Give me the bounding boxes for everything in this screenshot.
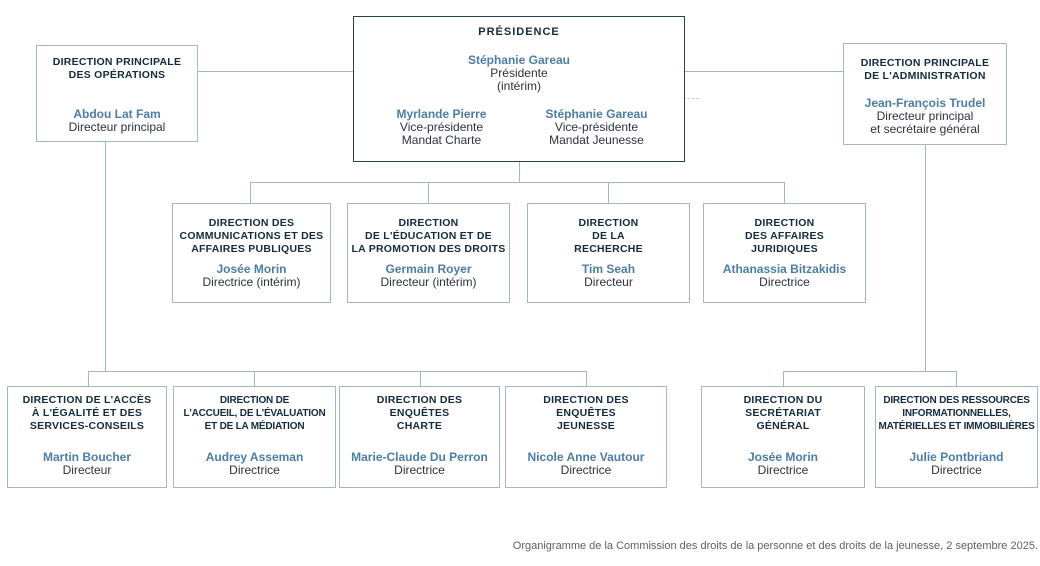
- person-name: Myrlande Pierre: [396, 107, 487, 121]
- org-box-enquetes-jeunesse: DIRECTION DES ENQUÊTES JEUNESSE Nicole A…: [505, 386, 667, 488]
- unit-person: Abdou Lat Fam Directeur principal: [68, 106, 166, 134]
- unit-person: Julie Pontbriand Directrice: [909, 449, 1004, 477]
- unit-person: Josée Morin Directrice: [747, 449, 819, 477]
- org-box-direction-principale-des-operations: DIRECTION PRINCIPALE DES OPÉRATIONS Abdo…: [36, 45, 198, 142]
- unit-title: DIRECTION DES AFFAIRES JURIDIQUES: [744, 217, 825, 256]
- connector-drop-education: [428, 182, 429, 203]
- org-box-education-promotion-droits: DIRECTION DE L'ÉDUCATION ET DE LA PROMOT…: [347, 203, 510, 303]
- unit-title: DIRECTION PRINCIPALE DES OPÉRATIONS: [52, 56, 182, 81]
- person-mandat: Mandat Jeunesse: [549, 132, 644, 147]
- unit-title: DIRECTION DES COMMUNICATIONS ET DES AFFA…: [179, 217, 324, 256]
- person-role: Vice-présidente: [554, 120, 639, 134]
- unit-title: DIRECTION DU SECRÉTARIAT GÉNÉRAL: [743, 394, 823, 432]
- connector-drop-enquetes-charte: [420, 371, 421, 386]
- presidente-block: Stéphanie Gareau Présidente (intérim): [468, 54, 570, 92]
- chart-caption: Organigramme de la Commission des droits…: [512, 540, 1038, 552]
- connector-bottom-left-horizontal: [88, 371, 586, 372]
- person-name: Stéphanie Gareau: [545, 107, 648, 121]
- org-box-ressources-informationnelles: DIRECTION DES RESSOURCES INFORMATIONNELL…: [875, 386, 1038, 488]
- person-role: Directeur principal et secrétaire généra…: [870, 109, 980, 136]
- unit-title: PRÉSIDENCE: [478, 26, 560, 38]
- unit-person: Audrey Asseman Directrice: [205, 449, 304, 477]
- person-name: Jean-François Trudel: [864, 96, 986, 110]
- connector-bottom-right-horizontal: [783, 371, 956, 372]
- person-role: Vice-présidente: [399, 120, 484, 134]
- person-name: Martin Boucher: [42, 449, 131, 464]
- unit-person: Marie-Claude Du Perron Directrice: [351, 449, 488, 477]
- person-name: Tim Seah: [581, 262, 636, 277]
- person-role: Directrice: [757, 462, 809, 477]
- vice-presidente-jeunesse: Stéphanie Gareau Vice-présidente Mandat …: [519, 108, 674, 146]
- person-role: Directeur principal: [68, 119, 166, 134]
- unit-person: Jean-François Trudel Directeur principal…: [865, 97, 986, 135]
- unit-person: Josée Morin Directrice (intérim): [202, 263, 300, 289]
- person-role: Directrice: [931, 462, 982, 477]
- connector-drop-accueil: [254, 371, 255, 386]
- connector-drop-ressources: [956, 371, 957, 386]
- vice-presidentes-row: Myrlande Pierre Vice-présidente Mandat C…: [364, 108, 674, 146]
- unit-title: DIRECTION DE L'ACCÈS À L'ÉGALITÉ ET DES …: [22, 394, 152, 432]
- person-name: Marie-Claude Du Perron: [351, 449, 488, 464]
- unit-person: Martin Boucher Directeur: [42, 449, 131, 477]
- person-role: Directeur (intérim): [380, 275, 477, 290]
- unit-title: DIRECTION DES ENQUÊTES CHARTE: [376, 394, 463, 432]
- person-name: Germain Royer: [385, 262, 472, 277]
- person-name: Julie Pontbriand: [909, 449, 1004, 464]
- person-name: Josée Morin: [747, 449, 819, 464]
- connector-presidence-administration: [685, 71, 843, 72]
- person-role: Présidente: [490, 66, 548, 80]
- unit-person: Germain Royer Directeur (intérim): [380, 263, 476, 289]
- person-name: Abdou Lat Fam: [73, 106, 161, 121]
- person-name: Nicole Anne Vautour: [527, 449, 645, 464]
- org-box-direction-principale-administration: DIRECTION PRINCIPALE DE L'ADMINISTRATION…: [843, 43, 1007, 145]
- person-name: Josée Morin: [216, 262, 287, 277]
- org-box-presidence: PRÉSIDENCE Stéphanie Gareau Présidente (…: [353, 16, 685, 162]
- vice-presidente-charte: Myrlande Pierre Vice-présidente Mandat C…: [364, 108, 519, 146]
- person-name: Stéphanie Gareau: [467, 53, 571, 67]
- connector-drop-juridiques: [784, 182, 785, 203]
- person-role: Directrice: [229, 462, 280, 477]
- person-name: Audrey Asseman: [205, 449, 304, 464]
- connector-presidence-down: [519, 162, 520, 182]
- unit-person: Tim Seah Directeur: [582, 263, 635, 289]
- unit-title: DIRECTION DES RESSOURCES INFORMATIONNELL…: [878, 395, 1035, 432]
- connector-drop-secretariat: [783, 371, 784, 386]
- connector-drop-acces: [88, 371, 89, 386]
- person-role: Directrice: [560, 462, 612, 477]
- org-box-communications: DIRECTION DES COMMUNICATIONS ET DES AFFA…: [172, 203, 331, 303]
- person-role: Directeur: [584, 275, 633, 290]
- person-mandat: Mandat Charte: [401, 132, 482, 147]
- person-role: Directrice: [759, 275, 810, 290]
- person-role: Directrice: [394, 462, 445, 477]
- connector-middle-row-horizontal: [250, 182, 785, 183]
- unit-title: DIRECTION DES ENQUÊTES JEUNESSE: [543, 394, 629, 432]
- person-role: Directeur: [62, 462, 112, 477]
- connector-operations-presidence: [198, 71, 353, 72]
- org-box-recherche: DIRECTION DE LA RECHERCHE Tim Seah Direc…: [527, 203, 690, 303]
- unit-title: DIRECTION DE L'ÉDUCATION ET DE LA PROMOT…: [351, 217, 506, 256]
- person-role: Directrice (intérim): [202, 275, 301, 290]
- connector-administration-down: [925, 145, 926, 371]
- org-box-accueil-evaluation-mediation: DIRECTION DE L'ACCUEIL, DE L'ÉVALUATION …: [173, 386, 336, 488]
- connector-drop-communications: [250, 182, 251, 203]
- unit-person: Nicole Anne Vautour Directrice: [527, 449, 645, 477]
- org-box-affaires-juridiques: DIRECTION DES AFFAIRES JURIDIQUES Athana…: [703, 203, 866, 303]
- unit-title: DIRECTION PRINCIPALE DE L'ADMINISTRATION: [860, 57, 990, 82]
- person-name: Athanassia Bitzakidis: [722, 262, 847, 277]
- unit-person: Athanassia Bitzakidis Directrice: [723, 263, 846, 289]
- org-box-secretariat-general: DIRECTION DU SECRÉTARIAT GÉNÉRAL Josée M…: [701, 386, 865, 488]
- connector-drop-enquetes-jeunesse: [586, 371, 587, 386]
- person-role-note: (intérim): [496, 78, 541, 93]
- connector-operations-down: [105, 142, 106, 371]
- unit-title: DIRECTION DE L'ACCUEIL, DE L'ÉVALUATION …: [183, 395, 326, 432]
- org-box-acces-egalite-services-conseils: DIRECTION DE L'ACCÈS À L'ÉGALITÉ ET DES …: [7, 386, 167, 488]
- connector-drop-recherche: [608, 182, 609, 203]
- unit-title: DIRECTION DE LA RECHERCHE: [574, 217, 643, 256]
- org-box-enquetes-charte: DIRECTION DES ENQUÊTES CHARTE Marie-Clau…: [339, 386, 500, 488]
- connector-dashed-artifact: [683, 98, 699, 99]
